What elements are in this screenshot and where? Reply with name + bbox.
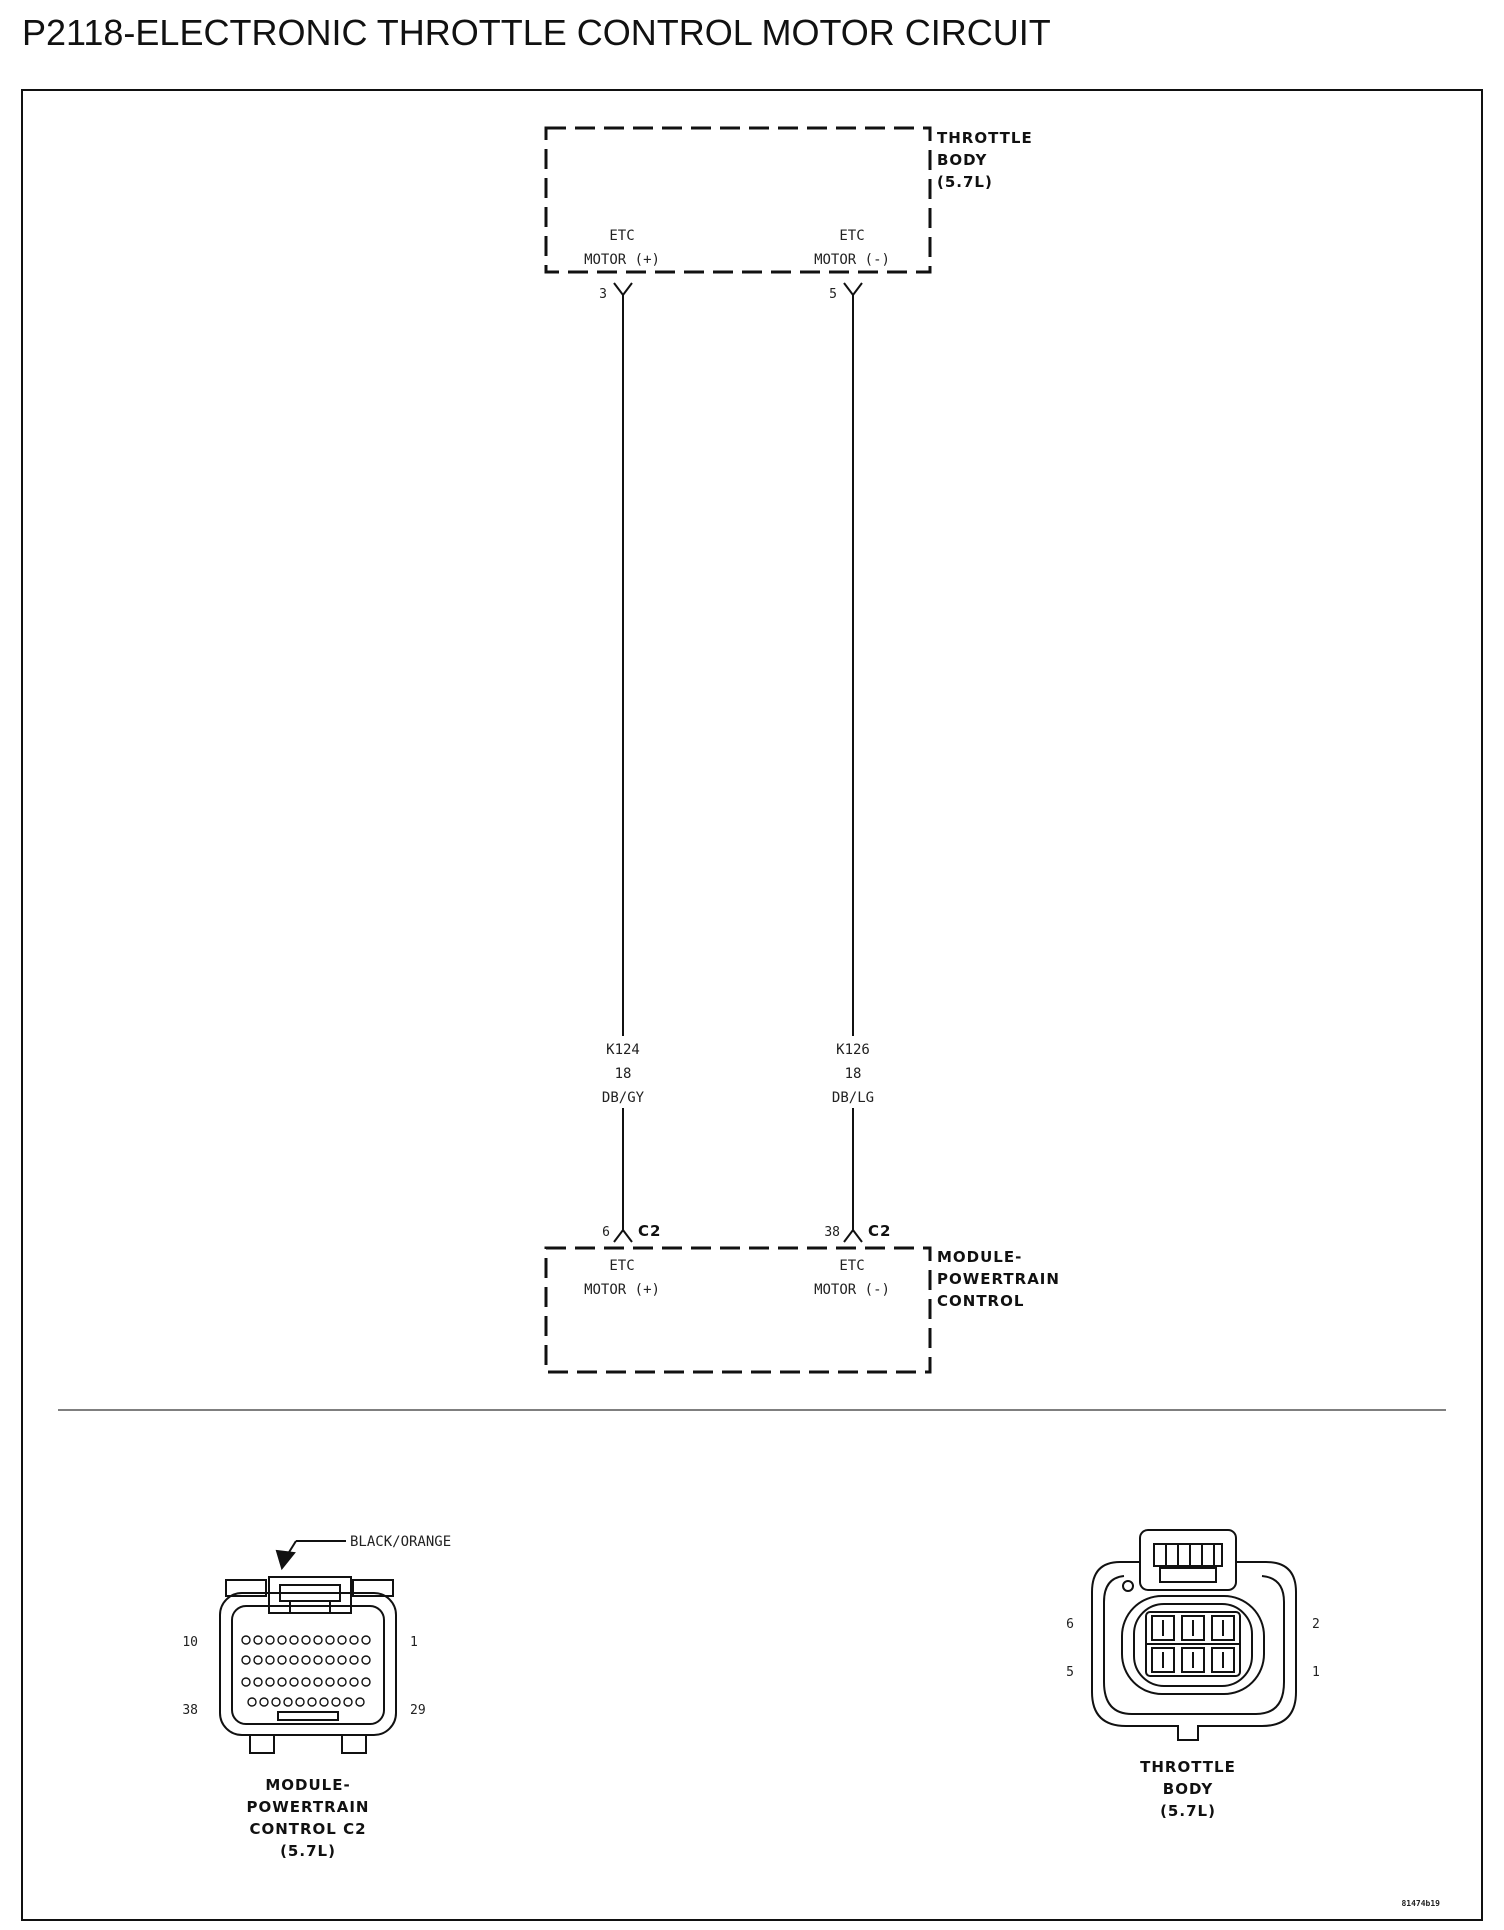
wire-k126-gauge: 18	[845, 1066, 862, 1082]
throttle-body-connector-icon	[1091, 1529, 1297, 1741]
throttle-body-name-line1: THROTTLE	[937, 129, 1033, 147]
pcm-pin-plus-label-line1: ETC	[609, 1258, 634, 1274]
tb-pin-plus-label-line1: ETC	[609, 228, 634, 244]
pcm-connector-id-2: C2	[868, 1222, 891, 1240]
pcm-name-line2: POWERTRAIN	[937, 1270, 1060, 1288]
wire-k124-circuit: K124	[606, 1042, 640, 1058]
tb-pin-minus-label-line2: MOTOR (-)	[814, 252, 890, 268]
tb-terminal-3-icon	[613, 282, 633, 297]
diagram-frame	[21, 89, 1483, 1921]
pcm-c2-caption-line2: POWERTRAIN	[247, 1798, 370, 1816]
pcm-name-line1: MODULE-	[937, 1248, 1022, 1266]
pcm-pin-number-6: 6	[602, 1225, 610, 1240]
pcm-name-line3: CONTROL	[937, 1292, 1024, 1310]
tb-connector-pin-label-2: 2	[1312, 1617, 1320, 1632]
wire-k126-color: DB/LG	[832, 1090, 874, 1106]
tb-pin-plus-label-line2: MOTOR (+)	[584, 252, 660, 268]
pcm-terminal-38-icon	[843, 1228, 863, 1243]
pcm-c2-caption-line3: CONTROL C2	[249, 1820, 366, 1838]
pcm-c2-pin-label-38: 38	[182, 1703, 198, 1718]
throttle-body-name-line2: BODY	[937, 151, 988, 169]
tb-connector-pin-label-1: 1	[1312, 1665, 1320, 1680]
pcm-pin-plus-label-line2: MOTOR (+)	[584, 1282, 660, 1298]
pcm-terminal-6-icon	[613, 1228, 633, 1243]
pcm-c2-pin-cavities-icon	[241, 1635, 371, 1707]
page-title: P2118-ELECTRONIC THROTTLE CONTROL MOTOR …	[22, 12, 1051, 53]
throttle-body-box	[544, 126, 932, 274]
pcm-pin-minus-label-line1: ETC	[839, 1258, 864, 1274]
tb-pin-number-3: 3	[599, 287, 607, 302]
tb-pin-number-5: 5	[829, 287, 837, 302]
pcm-c2-pin-label-1: 1	[410, 1635, 418, 1650]
pcm-pin-number-38: 38	[824, 1225, 840, 1240]
tb-connector-caption-line3: (5.7L)	[1160, 1802, 1216, 1820]
pcm-c2-caption-line1: MODULE-	[265, 1776, 350, 1794]
pcm-c2-color-callout: BLACK/ORANGE	[350, 1534, 451, 1550]
pcm-c2-pin-label-10: 10	[182, 1635, 198, 1650]
tb-pin-minus-label-line1: ETC	[839, 228, 864, 244]
throttle-body-name-line3: (5.7L)	[937, 173, 993, 191]
tb-connector-caption-line1: THROTTLE	[1140, 1758, 1236, 1776]
figure-id: 81474b19	[1401, 1899, 1440, 1908]
wire-k126-circuit: K126	[836, 1042, 870, 1058]
tb-connector-pin-label-6: 6	[1066, 1617, 1074, 1632]
pcm-pin-minus-label-line2: MOTOR (-)	[814, 1282, 890, 1298]
pcm-connector-id-1: C2	[638, 1222, 661, 1240]
pcm-c2-caption-line4: (5.7L)	[280, 1842, 336, 1860]
pcm-c2-pin-label-29: 29	[410, 1703, 426, 1718]
tb-connector-pin-label-5: 5	[1066, 1665, 1074, 1680]
pcm-box	[544, 1246, 932, 1374]
pcm-c2-connector-icon	[219, 1540, 397, 1754]
tb-terminal-5-icon	[843, 282, 863, 297]
tb-connector-caption-line2: BODY	[1163, 1780, 1214, 1798]
wire-k124-color: DB/GY	[602, 1090, 645, 1106]
wire-k124-gauge: 18	[615, 1066, 632, 1082]
